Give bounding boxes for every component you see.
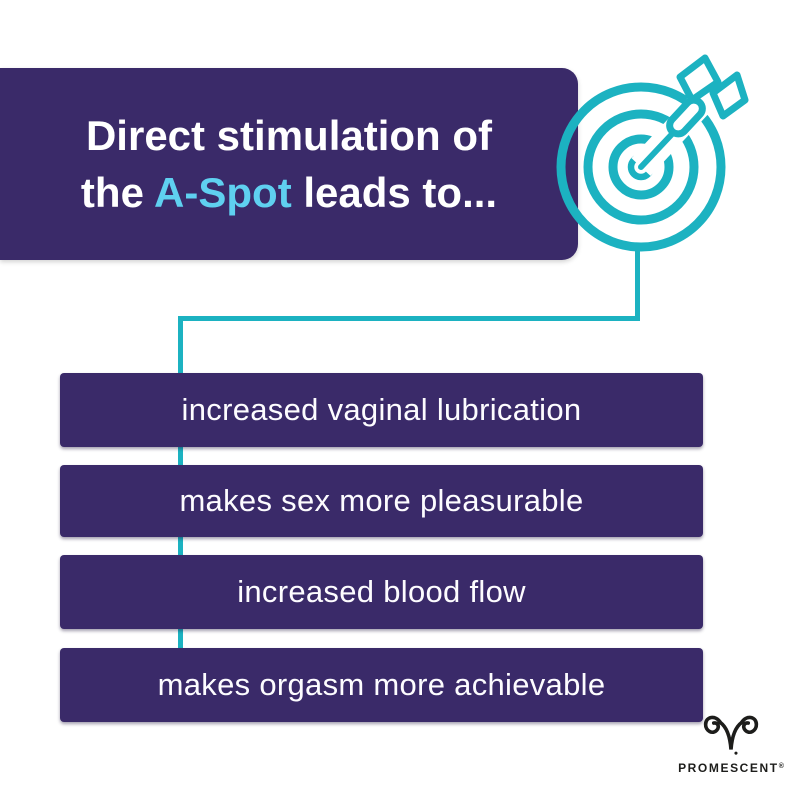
header-accent-term: A-Spot <box>154 169 292 216</box>
header-banner: Direct stimulation of the A-Spot leads t… <box>0 68 578 260</box>
registered-trademark-symbol: ® <box>778 763 784 770</box>
header-line2-post: leads to... <box>291 169 498 216</box>
target-ring-inner <box>608 134 674 200</box>
benefit-bar-label: makes sex more pleasurable <box>179 483 584 518</box>
target-ring-outer <box>556 82 726 252</box>
brand-name: PROMESCENT® <box>656 761 800 775</box>
benefit-bar: makes orgasm more achievable <box>60 648 703 722</box>
ram-logo-dot <box>734 751 738 755</box>
dart-barrel <box>666 96 706 138</box>
header-title-line2: the A-Spot leads to... <box>81 164 497 221</box>
benefit-bar: increased vaginal lubrication <box>60 373 703 447</box>
ram-horns-v <box>718 720 744 750</box>
brand-name-text: PROMESCENT <box>678 761 779 775</box>
promescent-logo: PROMESCENT® <box>656 712 800 775</box>
ram-horn-left <box>703 715 723 734</box>
benefit-bar-label: increased blood flow <box>237 574 526 609</box>
header-line2-pre: the <box>80 169 155 216</box>
benefit-bar-label: increased vaginal lubrication <box>181 392 582 427</box>
target-ring-middle <box>583 109 699 225</box>
benefit-bar: makes sex more pleasurable <box>60 465 703 537</box>
ram-horn-right <box>739 715 759 734</box>
header-title-line1: Direct stimulation of <box>86 107 492 164</box>
dart-flight-left <box>676 54 722 104</box>
connector-line-horizontal <box>178 316 640 321</box>
benefit-bar-label: makes orgasm more achievable <box>157 667 606 702</box>
dart-flight-right <box>709 71 749 120</box>
header-title-text: Direct stimulation of <box>85 112 493 159</box>
benefit-bar: increased blood flow <box>60 555 703 629</box>
dart-tip <box>638 130 676 170</box>
dart <box>638 54 749 170</box>
dart-target-icon <box>556 52 751 252</box>
ram-horns-icon <box>703 715 759 755</box>
connector-line-from-target <box>635 246 640 319</box>
